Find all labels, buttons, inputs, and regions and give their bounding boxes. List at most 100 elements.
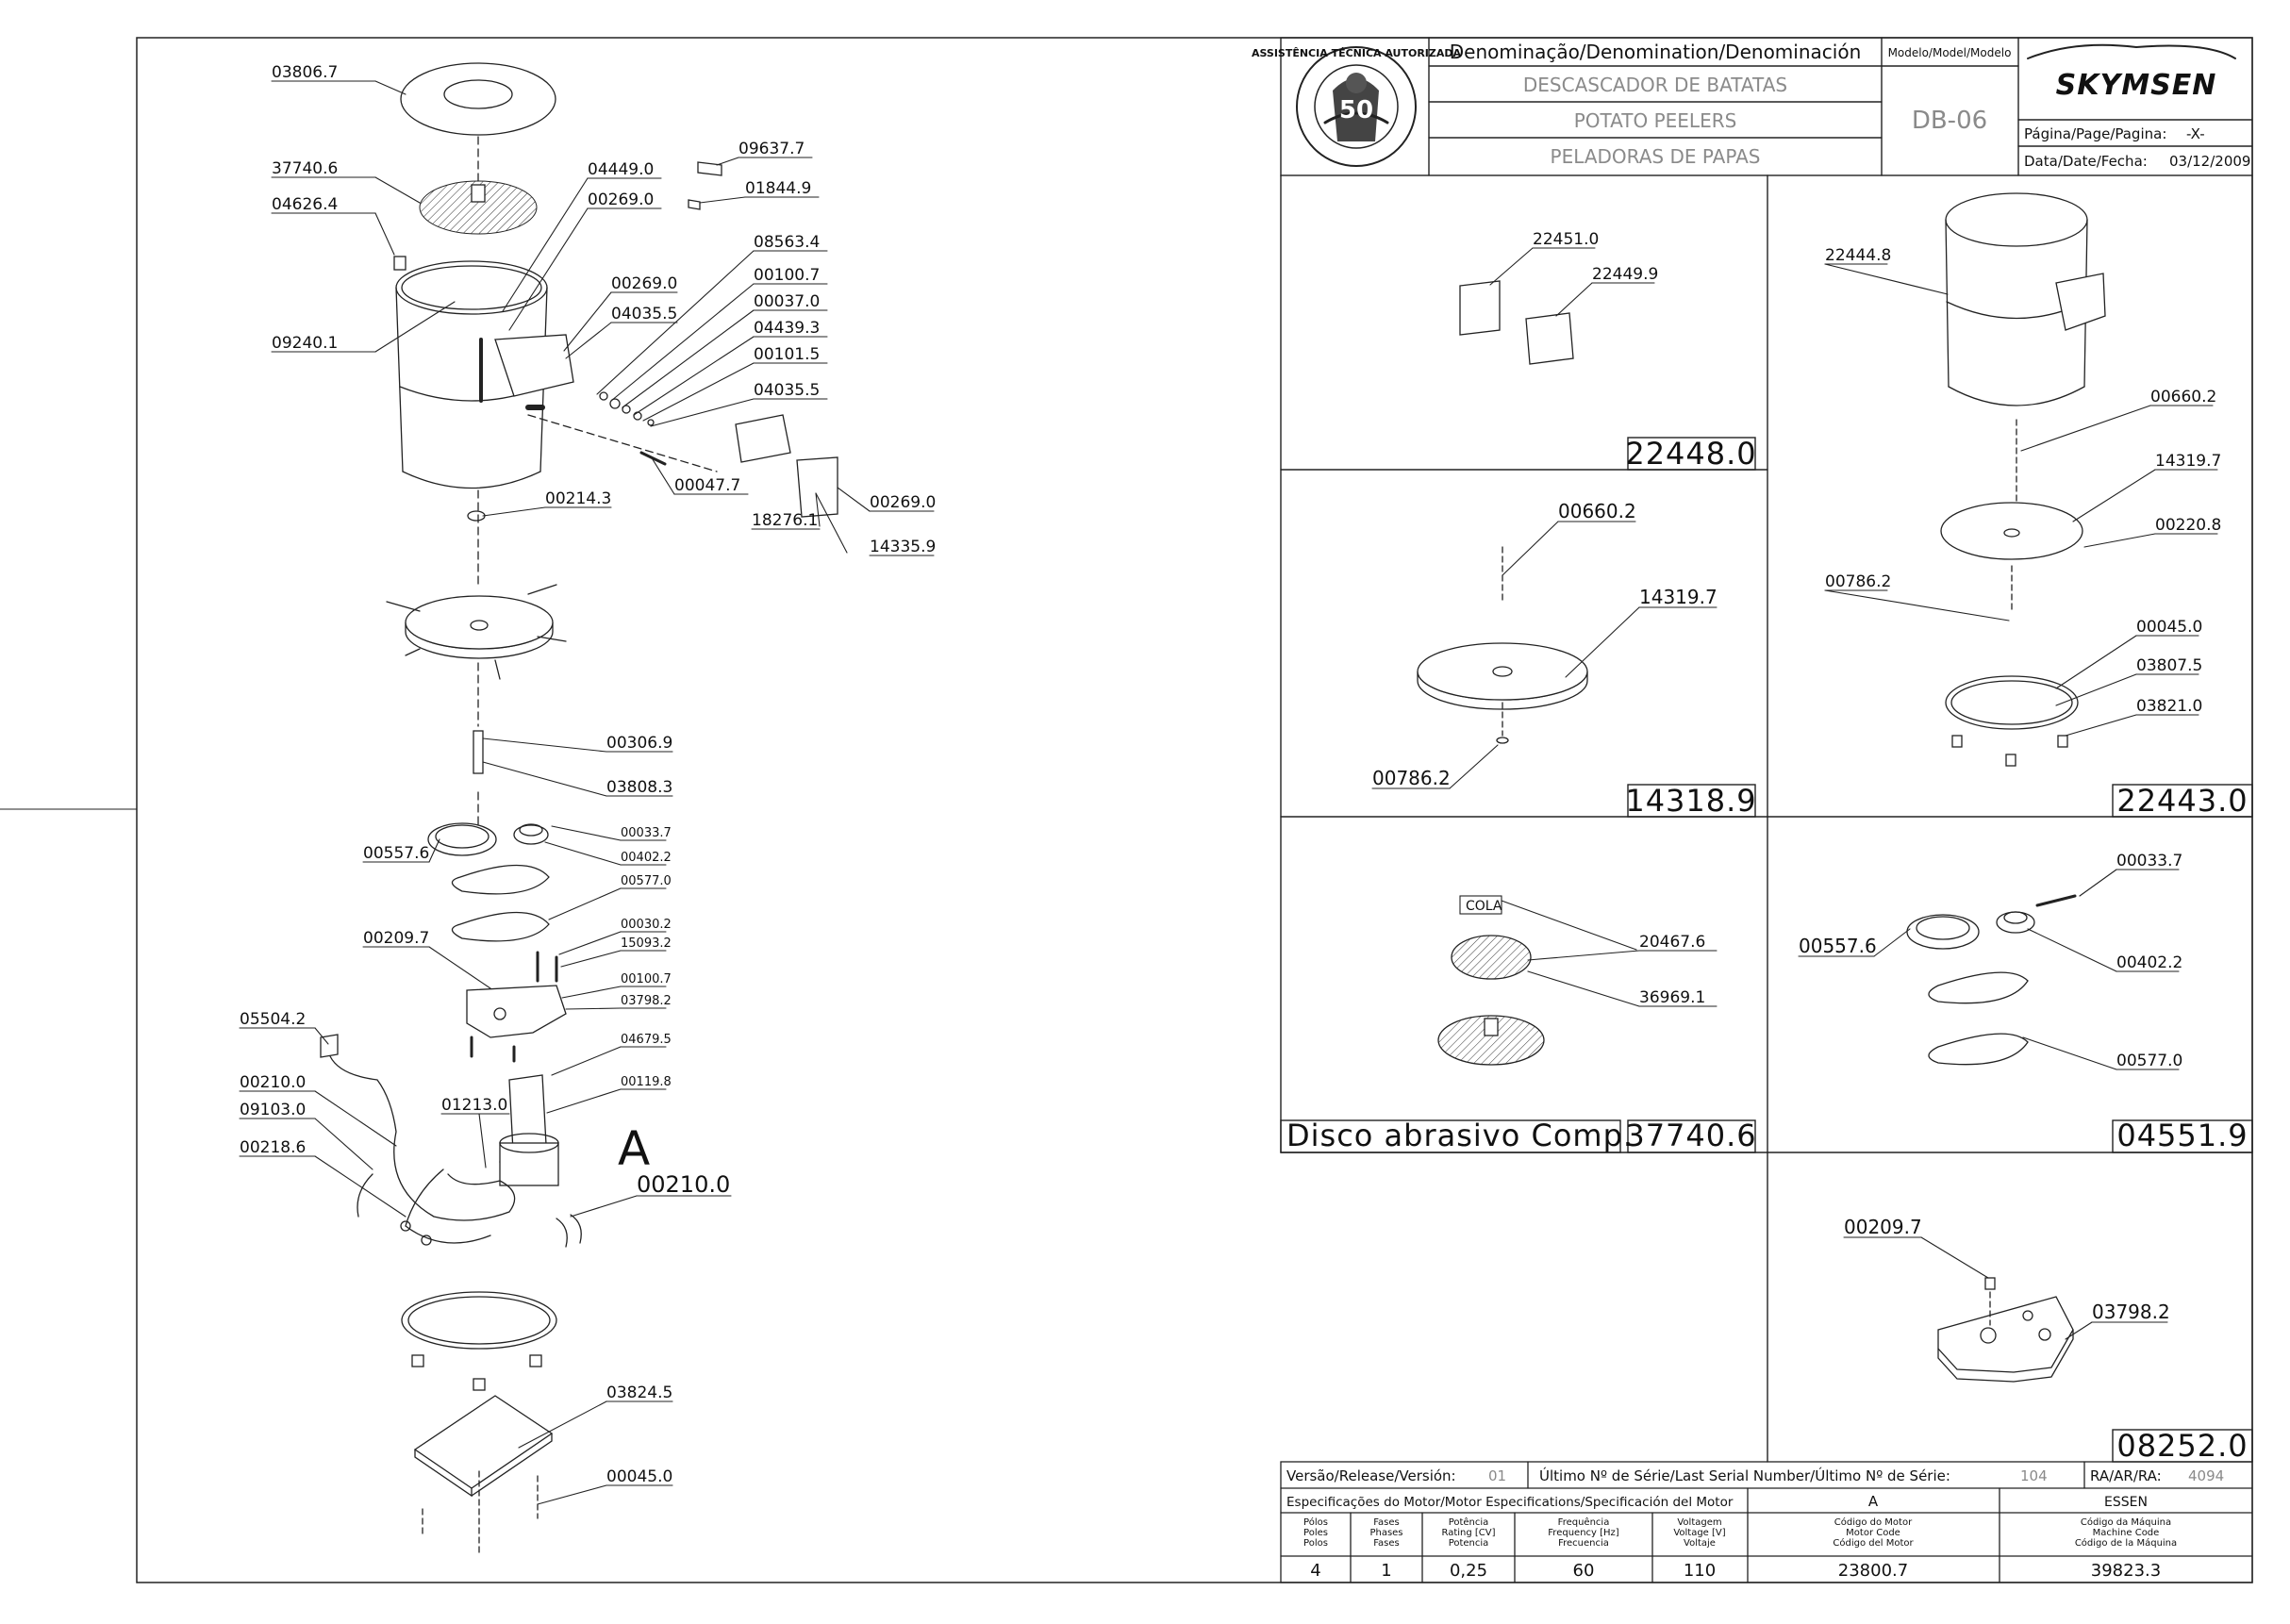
callout-leader (633, 336, 755, 416)
part-number-label: 00119.8 (621, 1075, 672, 1089)
part-number-label: 36969.1 (1639, 988, 1705, 1007)
callout-leader (1920, 1236, 1989, 1279)
callout-leader (1555, 282, 1593, 317)
spec-value: 0,25 (1450, 1561, 1487, 1581)
glue-label: COLA (1466, 899, 1502, 914)
part-number-label: 03824.5 (606, 1384, 672, 1402)
callout-leader (314, 1027, 329, 1045)
spec-header-line: Potência (1449, 1516, 1489, 1528)
subassembly-drawings (1417, 192, 2106, 1383)
part-number-label: 00210.0 (240, 1073, 306, 1092)
version-label: Versão/Release/Versión: (1286, 1467, 1456, 1484)
spec-header-line: Código do Motor (1834, 1516, 1913, 1528)
part-number-label: 00033.7 (2116, 852, 2182, 870)
subassembly-callouts: 22451.022449.922444.800660.214319.700220… (1371, 230, 2221, 1340)
callout-leader (428, 946, 491, 989)
column-essen-heading: ESSEN (2104, 1495, 2148, 1510)
product-name-en: POTATO PEELERS (1574, 109, 1737, 132)
spec-headers: PólosPolesPolosFasesPhasesFasesPotênciaR… (1303, 1516, 2177, 1549)
part-number-label: 00047.7 (674, 476, 740, 495)
part-number-label: 03798.2 (2092, 1301, 2170, 1323)
spec-header-line: Polos (1303, 1538, 1328, 1549)
denomination-header: Denominação/Denomination/Denominación (1450, 41, 1862, 63)
spec-value: 23800.7 (1838, 1561, 1908, 1581)
callout-leader (622, 309, 755, 408)
callout-leader (650, 456, 675, 495)
column-a-heading: A (1868, 1493, 1879, 1510)
callout-leader (551, 825, 622, 841)
callout-leader (1449, 744, 1499, 789)
version-value: 01 (1488, 1467, 1506, 1484)
part-number-label: 09103.0 (240, 1101, 306, 1119)
spec-value: 60 (1573, 1561, 1595, 1581)
spec-value: 4 (1310, 1561, 1320, 1581)
serial-label: Último Nº de Série/Last Serial Number/Úl… (1539, 1467, 1950, 1484)
callout-leader (314, 1090, 397, 1147)
subassembly-grid (1280, 174, 2253, 1463)
spec-header-line: Motor Code (1846, 1528, 1900, 1538)
callout-leader (1527, 950, 1640, 961)
callout-leader (2072, 469, 2156, 522)
callout-leader (2055, 635, 2137, 689)
part-number-label: 00557.6 (363, 844, 429, 863)
callout-leader (1824, 589, 2010, 621)
part-number-label: 08563.4 (754, 233, 820, 252)
part-number-label: 00045.0 (606, 1467, 672, 1486)
part-number-label: 22449.9 (1592, 265, 1658, 284)
part-number-label: 00210.0 (637, 1171, 730, 1198)
part-number-label: 00306.9 (606, 734, 672, 753)
part-number-label: 00269.0 (588, 191, 654, 209)
panel-code-22443: 22443.0 (2116, 783, 2248, 819)
panel-code-04551: 04551.9 (2116, 1118, 2248, 1153)
callout-leader (716, 157, 739, 166)
callout-leader (561, 986, 622, 999)
spec-value: 39823.3 (2091, 1561, 2161, 1581)
spec-header-line: Fases (1373, 1538, 1400, 1549)
callout-leader (478, 1113, 487, 1168)
spec-header-line: Potencia (1449, 1538, 1489, 1549)
part-number-label: 04035.5 (611, 305, 677, 323)
part-number-label: 22451.0 (1533, 230, 1599, 249)
part-number-label: 00209.7 (363, 929, 429, 948)
serial-value: 104 (2020, 1467, 2048, 1484)
callout-leader (1502, 521, 1559, 576)
part-number-label: 00037.0 (754, 292, 820, 311)
callout-leader (1873, 928, 1911, 957)
callout-leader (1489, 247, 1534, 286)
part-number-label: 15093.2 (621, 936, 672, 951)
date-label: Data/Date/Fecha: (2024, 153, 2148, 170)
spec-header-line: Machine Code (2093, 1528, 2160, 1538)
part-number-label: 00101.5 (754, 345, 820, 364)
part-number-label: 37740.6 (272, 159, 338, 178)
part-number-label: 00100.7 (621, 972, 672, 986)
part-number-label: 09240.1 (272, 334, 338, 353)
authorized-service-seal: ASSISTÊNCIA TÉCNICA AUTORIZADA 50 (1252, 46, 1462, 167)
part-number-label: 00557.6 (1799, 935, 1877, 957)
callout-leader (699, 196, 746, 204)
callout-leader (428, 838, 440, 863)
part-number-label: 03807.5 (2136, 656, 2202, 675)
product-name-pt: DESCASCADOR DE BATATAS (1523, 74, 1787, 96)
callout-leader (565, 322, 612, 359)
callout-leader (502, 177, 589, 312)
part-number-label: 04679.5 (621, 1033, 672, 1047)
spec-header-line: Pólos (1303, 1516, 1328, 1528)
callout-leader (482, 737, 607, 753)
panel-code-08252: 08252.0 (2116, 1428, 2248, 1464)
part-number-label: 00220.8 (2155, 516, 2221, 535)
callout-leader (374, 301, 456, 353)
part-number-label: 00209.7 (1844, 1216, 1922, 1238)
panel-code-14318: 14318.9 (1625, 783, 1756, 819)
spec-header-line: Fases (1373, 1517, 1400, 1528)
spec-header-line: Código del Motor (1833, 1537, 1914, 1549)
callout-leader (2065, 1321, 2093, 1340)
motor-spec-table: Versão/Release/Versión: 01 Último Nº de … (1280, 1461, 2253, 1583)
model-header: Modelo/Model/Modelo (1888, 46, 2012, 59)
callout-leader (1501, 900, 1637, 951)
part-number-label: 03798.2 (621, 994, 672, 1008)
callout-leader (2022, 1036, 2117, 1070)
part-number-label: 14319.7 (1639, 586, 1718, 608)
callout-leader (570, 1195, 638, 1218)
callout-leader (650, 398, 755, 427)
product-name-es: PELADORAS DE PAPAS (1551, 145, 1761, 168)
